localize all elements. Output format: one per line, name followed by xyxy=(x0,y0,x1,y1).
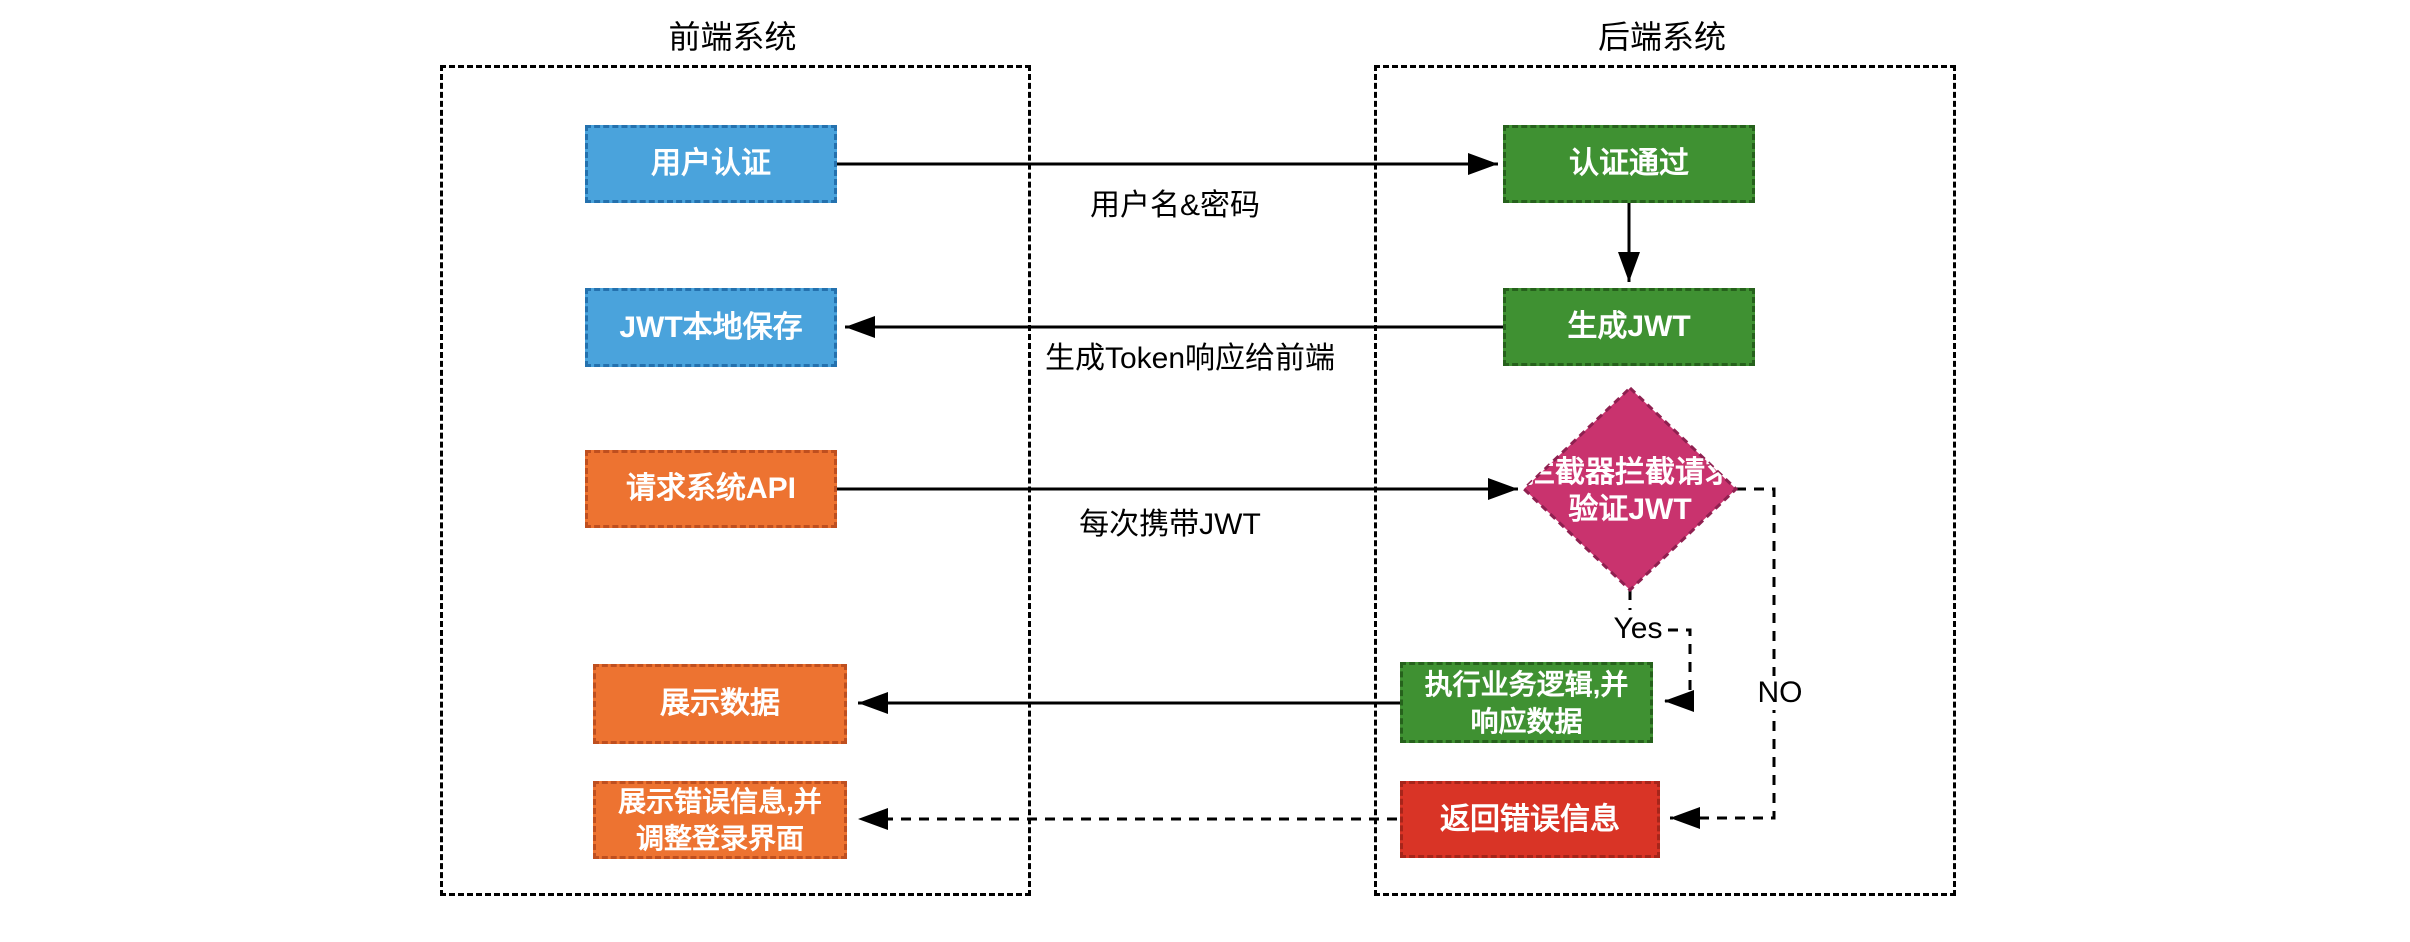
backend-lane xyxy=(1374,65,1956,896)
node-show-data-label: 展示数据 xyxy=(660,687,780,720)
node-exec-logic-line1: 执行业务逻辑,并 xyxy=(1424,668,1629,700)
interceptor-diamond-text: 拦截器拦截请求 验证JWT xyxy=(1525,456,1735,526)
node-show-error-line2: 调整登录界面 xyxy=(635,823,804,854)
node-return-error-label: 返回错误信息 xyxy=(1440,802,1620,836)
interceptor-decision-diamond xyxy=(1521,385,1739,593)
node-user-auth-label: 用户认证 xyxy=(651,147,771,180)
frontend-lane xyxy=(440,65,1031,896)
node-show-data: 展示数据 xyxy=(593,664,847,744)
node-jwt-local-save-label: JWT本地保存 xyxy=(619,310,803,344)
backend-lane-title: 后端系统 xyxy=(1597,19,1726,55)
node-auth-pass-label: 认证通过 xyxy=(1569,147,1689,180)
node-show-error-line1: 展示错误信息,并 xyxy=(618,786,822,817)
interceptor-label-line1: 拦截器拦截请求 xyxy=(1525,456,1735,489)
node-request-api: 请求系统API xyxy=(585,450,837,528)
node-request-api-label: 请求系统API xyxy=(625,472,796,505)
node-exec-logic: 执行业务逻辑,并 响应数据 xyxy=(1400,662,1653,743)
node-user-auth: 用户认证 xyxy=(585,125,837,203)
node-auth-pass: 认证通过 xyxy=(1503,125,1755,203)
node-show-error: 展示错误信息,并 调整登录界面 xyxy=(593,781,847,859)
no-path-to-returnerror xyxy=(1670,487,1776,829)
node-jwt-local-save: JWT本地保存 xyxy=(585,288,837,367)
node-generate-jwt: 生成JWT xyxy=(1503,288,1755,366)
interceptor-label-line2: 验证JWT xyxy=(1568,492,1691,526)
yes-path-to-execlogic xyxy=(1664,628,1694,712)
node-return-error: 返回错误信息 xyxy=(1400,781,1660,858)
node-exec-logic-line2: 响应数据 xyxy=(1470,705,1583,737)
node-generate-jwt-label: 生成JWT xyxy=(1567,310,1691,343)
frontend-lane-title: 前端系统 xyxy=(668,19,797,55)
